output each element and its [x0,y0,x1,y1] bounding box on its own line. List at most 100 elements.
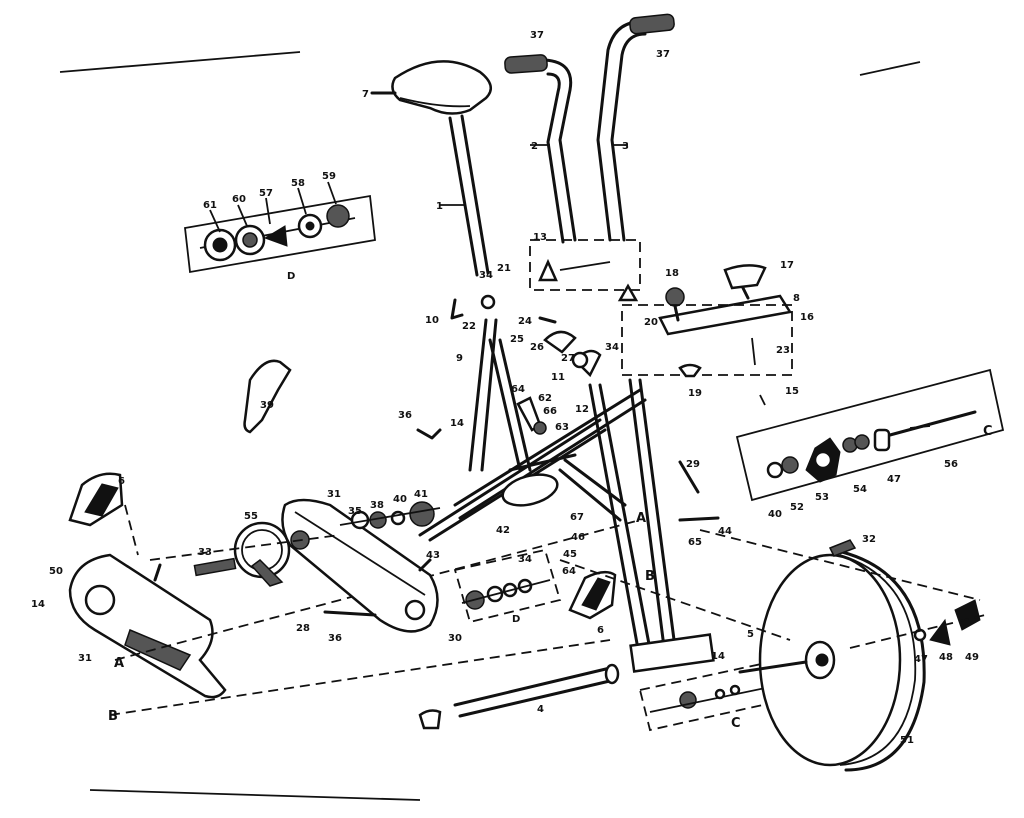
chain-guard-outer [68,553,227,699]
part-label-41: 41 [414,489,428,500]
inset-c-right [735,368,1005,502]
part-label-1: 1 [436,201,443,212]
flywheel-hub-parts [849,599,986,649]
part-label-b: B [645,569,655,584]
part-label-65: 65 [688,537,702,548]
part-label-46: 46 [571,532,585,543]
pedal-left [68,472,139,556]
part-label-36: 36 [328,633,342,644]
part-label-6: 6 [118,476,125,487]
part-label-47: 47 [887,474,901,485]
part-label-48: 48 [939,652,953,663]
scan-artifact-line [859,61,921,76]
guide-line [559,559,791,641]
part-label-30: 30 [448,633,462,644]
part-label-17: 17 [780,260,794,271]
part-label-44: 44 [718,526,732,537]
part-label-34: 34 [518,554,532,565]
part-label-51: 51 [900,735,914,746]
part-label-52: 52 [790,502,804,513]
part-label-34: 34 [605,342,619,353]
part-label-26: 26 [530,342,544,353]
part-label-9: 9 [456,353,463,364]
crank-bearings [339,501,441,530]
part-label-14: 14 [450,418,464,429]
part-label-66: 66 [543,406,557,417]
part-label-a: A [636,511,646,526]
handlebar-left [504,54,577,244]
part-label-35: 35 [348,506,362,517]
scan-artifact-line [89,789,421,801]
part-label-25: 25 [510,334,524,345]
part-label-23: 23 [776,345,790,356]
part-label-a: A [114,656,124,671]
part-label-24: 24 [518,316,532,327]
part-label-12: 12 [575,404,589,415]
part-labels: 7 1 2 3 37 37 13 61 60 57 58 59 D 18 17 … [31,30,993,746]
part-label-6: 6 [597,625,604,636]
part-label-54: 54 [853,484,867,495]
guide-line [699,529,981,601]
inset-d-top [184,181,376,274]
part-label-45: 45 [563,549,577,560]
guide-line-b [109,639,611,716]
part-label-43: 43 [426,550,440,561]
part-label-16: 16 [800,312,814,323]
pedal-arm [243,359,292,434]
handlebar-bracket-box [529,239,641,302]
crank-axle [193,557,237,577]
part-label-d: D [512,614,520,625]
part-label-b: B [108,709,118,724]
part-label-37: 37 [656,49,670,60]
handlebar-right [596,13,675,242]
chain-guard-inner [281,498,439,633]
part-label-39: 39 [260,400,274,411]
stabilizer-bar [418,663,620,730]
small-hardware [416,294,720,522]
part-label-61: 61 [203,200,217,211]
part-label-3: 3 [622,141,629,152]
inset-d-bottom [453,548,562,624]
part-label-42: 42 [496,525,510,536]
part-label-53: 53 [815,492,829,503]
part-label-34: 34 [479,270,493,281]
seat [370,60,493,115]
part-label-40: 40 [768,509,782,520]
part-label-14: 14 [711,651,725,662]
part-label-60: 60 [232,194,246,205]
part-label-59: 59 [322,171,336,182]
front-bracket [621,264,793,406]
part-label-36: 36 [398,410,412,421]
part-label-2: 2 [531,141,538,152]
part-label-38: 38 [370,500,384,511]
part-label-c: C [731,716,741,731]
part-label-64: 64 [562,566,576,577]
part-label-5: 5 [747,629,754,640]
part-label-58: 58 [291,178,305,189]
part-label-8: 8 [793,293,800,304]
part-label-18: 18 [665,268,679,279]
part-label-31: 31 [327,489,341,500]
part-label-28: 28 [296,623,310,634]
part-label-50: 50 [49,566,63,577]
part-label-13: 13 [533,232,547,243]
part-label-10: 10 [425,315,439,326]
part-label-37: 37 [530,30,544,41]
seat-post [440,114,490,277]
part-label-62: 62 [538,393,552,404]
part-label-11: 11 [551,372,565,383]
part-label-63: 63 [555,422,569,433]
part-label-33: 33 [198,547,212,558]
part-label-27: 27 [561,353,575,364]
part-label-19: 19 [688,388,702,399]
main-frame [418,318,715,673]
part-label-21: 21 [497,263,511,274]
part-label-47: 47 [914,654,928,665]
part-label-31: 31 [78,653,92,664]
part-label-29: 29 [686,459,700,470]
part-label-57: 57 [259,188,273,199]
pedal-right [568,570,617,620]
part-label-40: 40 [393,494,407,505]
part-label-49: 49 [965,652,979,663]
